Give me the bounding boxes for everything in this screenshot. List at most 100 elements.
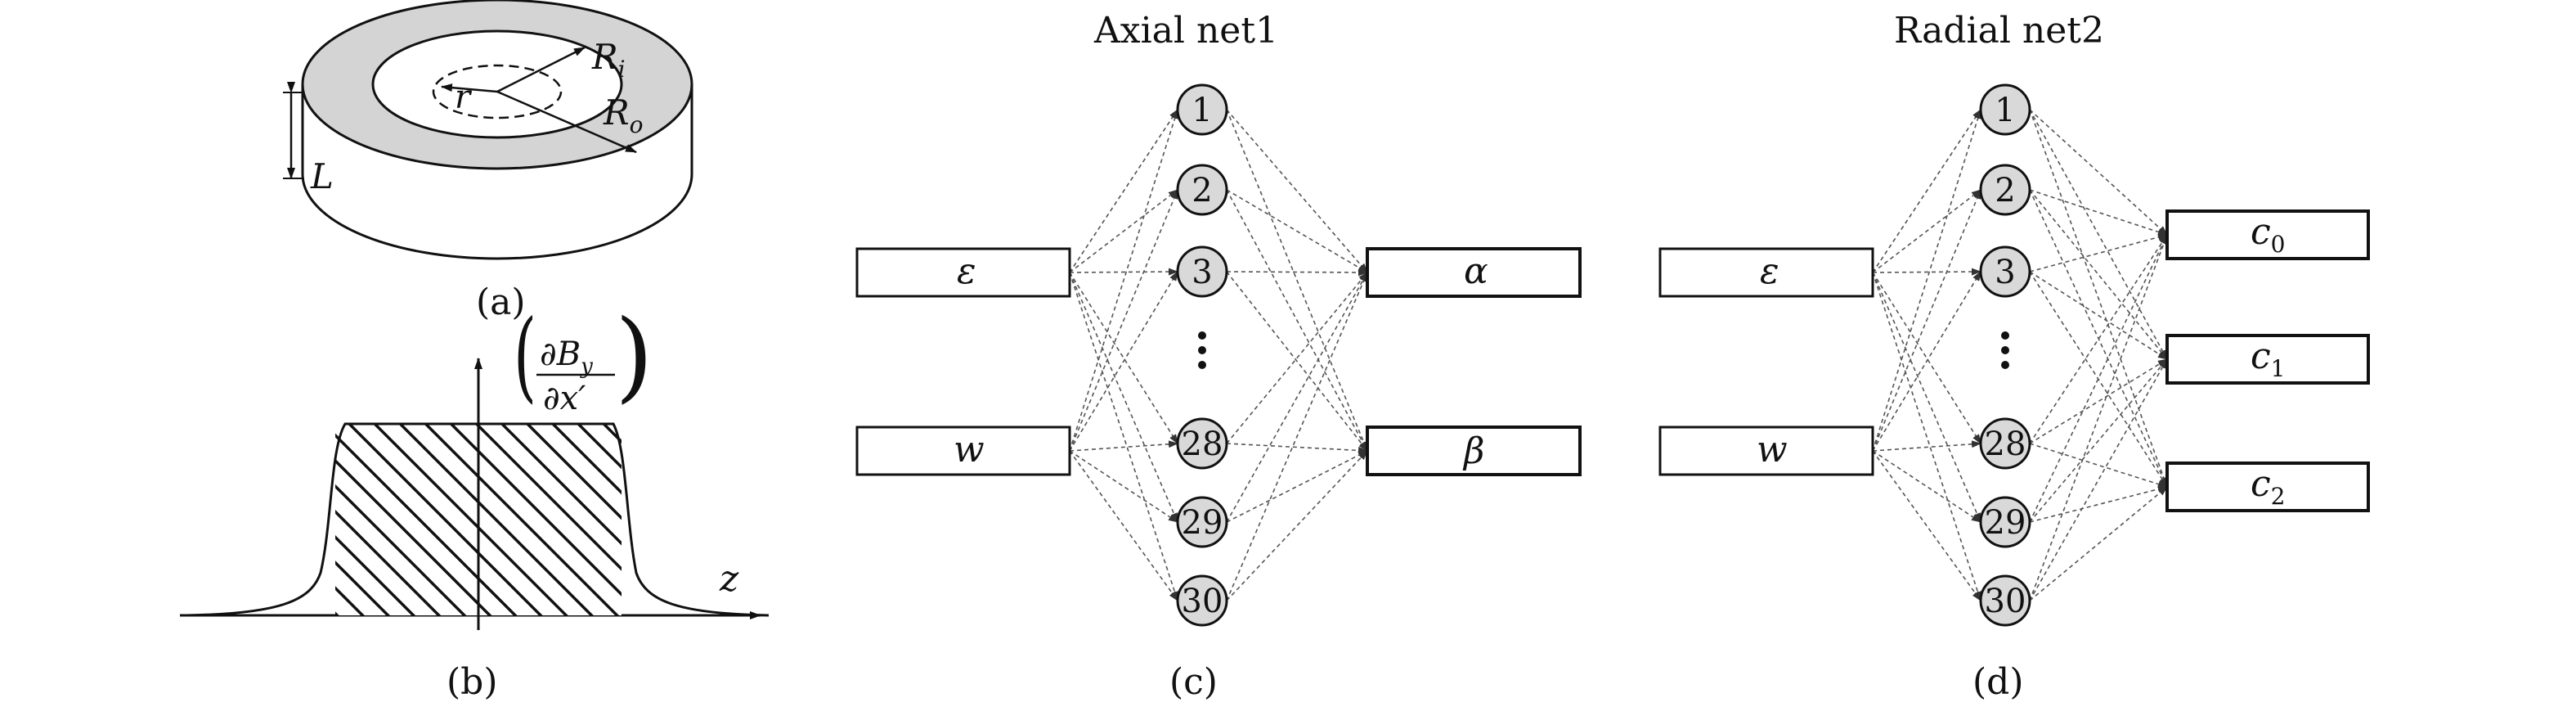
connection-line bbox=[1226, 272, 1368, 523]
input-box-w: w bbox=[855, 426, 1071, 476]
output-box-beta: β bbox=[1366, 426, 1582, 476]
input-box-epsilon: ε bbox=[855, 247, 1071, 298]
connection-line bbox=[2029, 358, 2168, 444]
svg-text:): ) bbox=[615, 299, 653, 413]
hidden-node: 1 bbox=[1979, 83, 2031, 136]
output-box-alpha: α bbox=[1366, 247, 1582, 298]
connection-line bbox=[1069, 272, 1178, 523]
ellipsis-dots bbox=[1198, 331, 1206, 369]
svg-text:30: 30 bbox=[1985, 583, 2026, 620]
connection-line bbox=[1226, 443, 1368, 454]
panel-c: Axial net1 ε w 1 2 3 28 29 30 α β (c) bbox=[855, 10, 1582, 703]
connection-line bbox=[1872, 271, 1981, 452]
ri-label: Ri bbox=[591, 37, 626, 83]
connection-line bbox=[2029, 189, 2168, 236]
caption-a: (a) bbox=[476, 281, 526, 323]
svg-text:29: 29 bbox=[1182, 504, 1223, 542]
connection-line bbox=[1226, 189, 1368, 452]
r-label: r bbox=[455, 79, 473, 116]
connection-line bbox=[1872, 109, 1981, 273]
connection-line bbox=[2029, 485, 2168, 523]
panel-b: z ( ∂By ∂x′ ) (b) bbox=[180, 299, 770, 703]
connections-d bbox=[1872, 109, 2168, 601]
connection-line bbox=[1226, 272, 1368, 601]
connections-c bbox=[1069, 109, 1368, 601]
hidden-node: 2 bbox=[1176, 164, 1228, 216]
title-c: Axial net1 bbox=[1093, 10, 1278, 52]
connection-line bbox=[1872, 272, 1981, 601]
svg-text:28: 28 bbox=[1985, 426, 2026, 463]
caption-b: (b) bbox=[447, 661, 498, 703]
hidden-node: 28 bbox=[1979, 417, 2031, 470]
svg-text:w: w bbox=[1757, 429, 1788, 471]
ro-label: Ro bbox=[603, 92, 643, 138]
connection-line bbox=[2029, 358, 2168, 601]
svg-text:α: α bbox=[1464, 250, 1488, 292]
caption-d: (d) bbox=[1972, 661, 2024, 703]
connection-line bbox=[2029, 109, 2168, 488]
hidden-node: 3 bbox=[1979, 245, 2031, 298]
hidden-node: 30 bbox=[1979, 574, 2031, 627]
hidden-node: 29 bbox=[1979, 496, 2031, 548]
svg-text:29: 29 bbox=[1985, 504, 2026, 542]
hidden-node: 30 bbox=[1176, 574, 1228, 627]
svg-text:1: 1 bbox=[1995, 92, 2015, 129]
svg-text:∂By: ∂By bbox=[540, 335, 593, 379]
svg-text:ε: ε bbox=[957, 250, 976, 292]
connection-line bbox=[2029, 109, 2168, 236]
hidden-node: 28 bbox=[1176, 417, 1228, 470]
svg-text:2: 2 bbox=[1192, 172, 1212, 209]
svg-text:c2: c2 bbox=[2251, 463, 2285, 510]
connection-line bbox=[2029, 109, 2168, 360]
svg-text:(: ( bbox=[514, 299, 536, 413]
output-box-c0: c0 bbox=[2165, 209, 2370, 260]
connection-line bbox=[1226, 272, 1368, 444]
connection-line bbox=[1069, 440, 1178, 452]
svg-text:2: 2 bbox=[1995, 172, 2015, 209]
connection-line bbox=[1226, 450, 1368, 523]
caption-c: (c) bbox=[1169, 661, 1218, 703]
hidden-node: 1 bbox=[1176, 83, 1228, 136]
svg-text:30: 30 bbox=[1182, 583, 1223, 620]
svg-text:∂x′: ∂x′ bbox=[543, 380, 586, 417]
input-box-w: w bbox=[1658, 426, 1874, 476]
svg-text:ε: ε bbox=[1760, 250, 1779, 292]
connection-line bbox=[2029, 271, 2168, 360]
connection-line bbox=[1069, 450, 1178, 601]
connection-line bbox=[1069, 189, 1178, 452]
derivative-label: ( ∂By ∂x′ ) bbox=[514, 299, 653, 417]
connection-line bbox=[1872, 450, 1981, 601]
input-box-epsilon: ε bbox=[1658, 247, 1874, 298]
panel-d: Radial net2 ε w 1 2 3 28 29 30 c0 c1 bbox=[1658, 10, 2370, 703]
connection-line bbox=[1069, 109, 1178, 273]
svg-text:β: β bbox=[1462, 430, 1484, 472]
annulus-body bbox=[283, 0, 693, 260]
hidden-node: 3 bbox=[1176, 245, 1228, 298]
connection-line bbox=[1069, 271, 1178, 452]
title-d: Radial net2 bbox=[1894, 10, 2104, 52]
svg-text:c0: c0 bbox=[2251, 211, 2285, 258]
connection-line bbox=[1069, 189, 1178, 273]
svg-text:3: 3 bbox=[1995, 254, 2015, 291]
connection-line bbox=[2029, 358, 2168, 523]
connection-line bbox=[2029, 234, 2168, 444]
connection-line bbox=[1226, 450, 1368, 601]
panel-a: Ri Ro r L (a) bbox=[283, 0, 693, 323]
output-box-c1: c1 bbox=[2165, 334, 2370, 385]
connection-line bbox=[1069, 109, 1178, 452]
ellipsis-dots bbox=[2001, 331, 2009, 369]
connection-line bbox=[2029, 234, 2168, 601]
length-label: L bbox=[310, 156, 334, 196]
connection-line bbox=[1226, 109, 1368, 273]
connection-line bbox=[1069, 272, 1178, 601]
connection-line bbox=[1872, 440, 1981, 452]
connection-line bbox=[1872, 272, 1981, 523]
connection-line bbox=[1872, 109, 1981, 452]
connection-line bbox=[2029, 486, 2168, 601]
svg-text:3: 3 bbox=[1192, 254, 1212, 291]
z-axis-label: z bbox=[719, 558, 739, 600]
connection-line bbox=[1226, 189, 1368, 273]
hidden-node: 29 bbox=[1176, 496, 1228, 548]
svg-text:c1: c1 bbox=[2251, 335, 2285, 382]
